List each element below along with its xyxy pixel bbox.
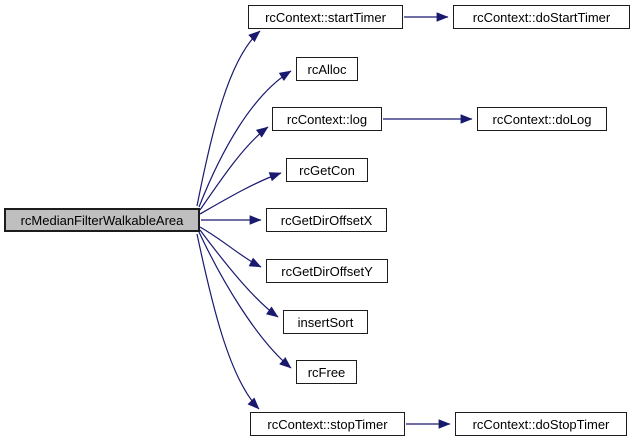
node-doStartTimer[interactable]: rcContext::doStartTimer — [453, 5, 630, 29]
node-startTimer[interactable]: rcContext::startTimer — [248, 5, 403, 29]
node-stopTimer[interactable]: rcContext::stopTimer — [250, 412, 405, 436]
edge-main-to-stopTimer — [196, 233, 260, 410]
node-rcFree[interactable]: rcFree — [296, 360, 357, 384]
node-insertSort[interactable]: insertSort — [283, 310, 368, 334]
node-doStopTimer[interactable]: rcContext::doStopTimer — [455, 412, 627, 436]
node-doLog[interactable]: rcContext::doLog — [477, 107, 607, 131]
node-alloc[interactable]: rcAlloc — [296, 57, 358, 81]
edge-main-to-rcFree — [198, 231, 292, 369]
edge-main-to-getCon — [199, 172, 282, 215]
node-dirY[interactable]: rcGetDirOffsetY — [266, 259, 388, 283]
edge-main-to-log — [199, 126, 269, 211]
node-log[interactable]: rcContext::log — [272, 107, 382, 131]
edge-main-to-insertSort — [199, 229, 279, 318]
edge-main-to-alloc — [198, 70, 292, 208]
edge-main-to-startTimer — [196, 30, 261, 207]
edge-main-to-dirY — [199, 226, 262, 268]
node-getCon[interactable]: rcGetCon — [286, 158, 368, 182]
node-dirX[interactable]: rcGetDirOffsetX — [266, 208, 387, 232]
node-main: rcMedianFilterWalkableArea — [4, 208, 200, 232]
